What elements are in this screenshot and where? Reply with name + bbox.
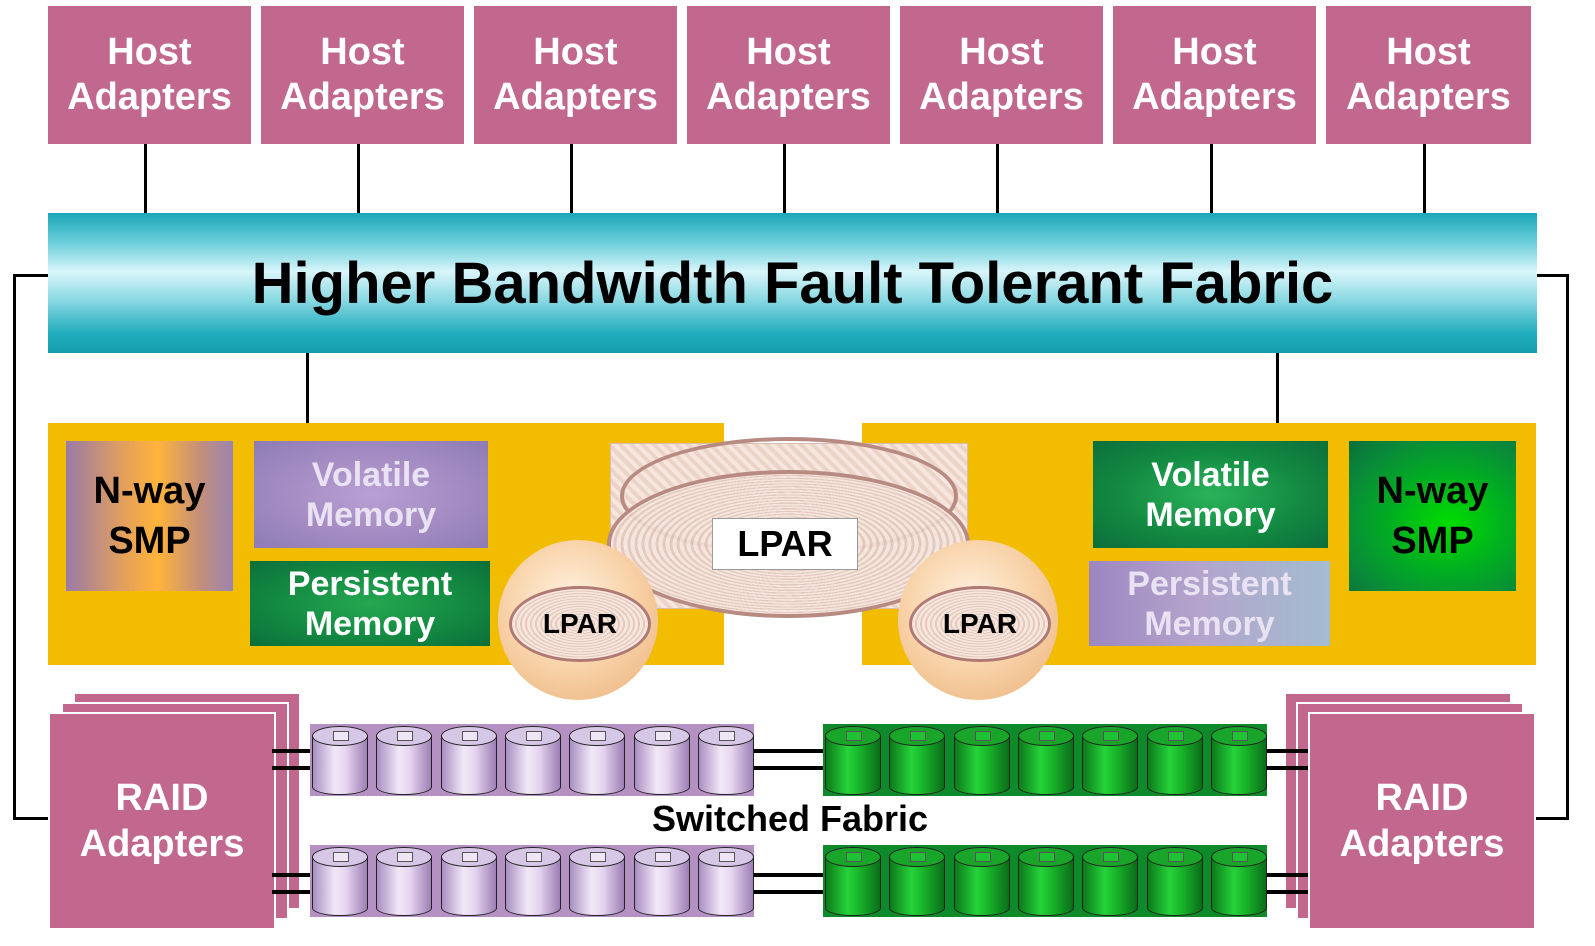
smp-label: SMP	[108, 520, 191, 562]
disk-purple	[697, 726, 754, 796]
connector-line	[13, 274, 16, 820]
connector-line	[1532, 817, 1569, 820]
persistent-memory-label: Memory	[1144, 604, 1275, 643]
raid-adapters-left: RAID Adapters	[48, 712, 276, 930]
right-volatile-memory: Volatile Memory	[1093, 441, 1328, 548]
bus-line	[272, 873, 1308, 877]
volatile-memory-label: Memory	[1145, 495, 1276, 534]
disk-green	[953, 726, 1010, 796]
host-adapter-label: Host	[746, 31, 831, 73]
smp-label: N-way	[93, 470, 206, 512]
connector-line	[996, 144, 999, 214]
volatile-memory-label: Volatile	[311, 455, 431, 494]
host-adapter-label: Host	[320, 31, 405, 73]
fabric-label: Higher Bandwidth Fault Tolerant Fabric	[251, 250, 1334, 316]
disk-green	[889, 847, 946, 917]
volatile-memory-label: Memory	[305, 495, 437, 534]
connector-line	[1423, 144, 1426, 214]
connector-line	[1536, 274, 1569, 277]
disk-purple	[440, 726, 497, 796]
disk-purple	[633, 847, 690, 917]
disk-green	[825, 847, 881, 917]
connector-line	[570, 144, 573, 214]
right-persistent-memory: Persistent Memory	[1089, 561, 1330, 646]
disk-green	[889, 726, 946, 796]
disk-purple	[504, 847, 561, 917]
disk-green	[1082, 726, 1139, 796]
host-adapter-label: Adapters	[706, 76, 871, 118]
lpar-right-label: LPAR	[909, 586, 1051, 662]
persistent-memory-label: Persistent	[287, 564, 453, 603]
host-adapter-label: Adapters	[67, 76, 232, 118]
raid-label: Adapters	[1339, 823, 1505, 865]
persistent-memory-label: Memory	[304, 604, 436, 643]
lpar-left-label: LPAR	[509, 586, 651, 662]
connector-line	[783, 144, 786, 214]
disk-purple	[376, 726, 433, 796]
disk-green	[825, 726, 881, 796]
connector-line	[13, 274, 49, 277]
disk-purple	[440, 847, 497, 917]
smp-label: SMP	[1391, 520, 1474, 562]
connector-line	[13, 817, 49, 820]
host-adapter-label: Host	[959, 31, 1044, 73]
left-volatile-memory: Volatile Memory	[254, 441, 488, 548]
bus-line	[272, 766, 1308, 770]
raid-label: RAID	[115, 777, 209, 819]
connector-line	[306, 353, 309, 425]
raid-label: RAID	[1375, 777, 1469, 819]
disk-green	[953, 847, 1010, 917]
switched-fabric-label: Switched Fabric	[651, 798, 929, 839]
disk-green	[1210, 847, 1267, 917]
connector-line	[1276, 353, 1279, 425]
left-persistent-memory: Persistent Memory	[250, 561, 490, 646]
disk-green	[1017, 726, 1074, 796]
raid-adapters-right: RAID Adapters	[1308, 712, 1536, 930]
host-adapter-label: Adapters	[280, 76, 445, 118]
connector-line	[357, 144, 360, 214]
host-adapter-label: Host	[107, 31, 192, 73]
raid-label: Adapters	[79, 823, 245, 865]
host-adapter-label: Adapters	[919, 76, 1084, 118]
right-smp-block: N-way SMP	[1349, 441, 1516, 591]
disk-green	[1082, 847, 1139, 917]
host-adapter-label: Host	[533, 31, 618, 73]
persistent-memory-label: Persistent	[1127, 564, 1292, 603]
disk-purple	[312, 847, 368, 917]
host-adapter-label: Adapters	[1132, 76, 1297, 118]
disk-purple	[697, 847, 754, 917]
host-adapter-label: Host	[1172, 31, 1257, 73]
disk-purple	[376, 847, 433, 917]
disk-purple	[504, 726, 561, 796]
host-adapter-label: Adapters	[1346, 76, 1511, 118]
fault-tolerant-fabric: Higher Bandwidth Fault Tolerant Fabric	[48, 213, 1537, 353]
volatile-memory-label: Volatile	[1151, 455, 1270, 494]
disk-purple	[569, 726, 626, 796]
smp-label: N-way	[1376, 470, 1489, 512]
left-smp-block: N-way SMP	[66, 441, 233, 591]
disk-green	[1210, 726, 1267, 796]
disk-green	[1146, 726, 1203, 796]
connector-line	[1566, 274, 1569, 820]
disk-purple	[569, 847, 626, 917]
bus-line	[272, 749, 1308, 753]
connector-line	[144, 144, 147, 214]
disk-purple	[633, 726, 690, 796]
disk-purple	[312, 726, 368, 796]
disk-green	[1017, 847, 1074, 917]
disk-green	[1146, 847, 1203, 917]
bus-line	[272, 890, 1308, 894]
host-adapter-label: Adapters	[493, 76, 658, 118]
connector-line	[1210, 144, 1213, 214]
lpar-center-label: LPAR	[712, 518, 858, 570]
host-adapter-label: Host	[1386, 31, 1471, 73]
